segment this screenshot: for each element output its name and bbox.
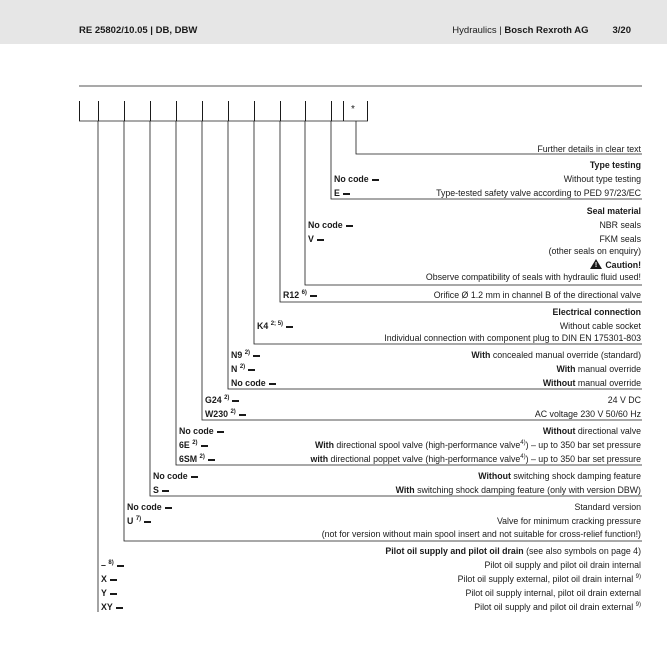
type-testing-code-none: No code [334, 174, 379, 185]
pilot-code-internal: – 8) [101, 560, 124, 571]
code-box [98, 101, 124, 121]
leader-shock-damping [149, 121, 642, 497]
warning-icon [590, 259, 603, 271]
code-box [124, 101, 150, 121]
override-code-n: N 2) [231, 364, 256, 375]
dirvalve-code-6sm: 6SM 2) [179, 454, 215, 465]
seal-note: (other seals on enquiry) [548, 246, 641, 256]
version-code-u: U 7) [127, 516, 152, 527]
caution-text: Observe compatibility of seals with hydr… [425, 272, 641, 282]
document-code: RE 25802/10.05 | DB, DBW [79, 25, 198, 36]
shock-desc-s: With switching shock damping feature (on… [395, 485, 641, 495]
code-box [343, 101, 368, 121]
leader-directional-valve [175, 121, 642, 466]
shock-code-none: No code [153, 471, 198, 482]
override-code-n9: N9 2) [231, 350, 261, 361]
version-note: (not for version without main spool inse… [321, 529, 641, 539]
shock-desc-none: Without switching shock damping feature [478, 471, 641, 481]
voltage-code-w230: W230 2) [205, 409, 246, 420]
orifice-desc: Orifice Ø 1.2 mm in channel B of the dir… [433, 290, 641, 300]
asterisk-marker: * [351, 104, 355, 115]
voltage-code-g24: G24 2) [205, 395, 240, 406]
pilot-oil-title: Pilot oil supply and pilot oil drain (se… [385, 546, 641, 556]
leader-version [123, 121, 642, 542]
code-box [331, 101, 343, 121]
code-box [150, 101, 176, 121]
seal-material-title: Seal material [586, 206, 641, 216]
override-desc-n9: With concealed manual override (standard… [471, 350, 641, 360]
type-testing-title: Type testing [589, 160, 641, 170]
pilot-desc-y: Pilot oil supply internal, pilot oil dra… [465, 588, 641, 598]
code-box [280, 101, 305, 121]
code-box [202, 101, 228, 121]
type-testing-desc-none: Without type testing [563, 174, 641, 184]
header-company: Bosch Rexroth AG [501, 25, 589, 36]
electrical-code: K4 2; 5) [257, 321, 294, 332]
electrical-desc-1: Without cable socket [559, 321, 641, 331]
pilot-code-xy: XY [101, 602, 123, 613]
leader-orifice [279, 121, 642, 303]
dirvalve-code-6e: 6E 2) [179, 440, 208, 451]
code-box [254, 101, 280, 121]
leader-further-details [355, 121, 642, 155]
shock-code-s: S [153, 485, 169, 496]
leader-voltage [201, 121, 642, 421]
pilot-desc-x: Pilot oil supply external, pilot oil dra… [457, 574, 641, 584]
page-number: 3/20 [612, 25, 632, 36]
leader-electrical [253, 121, 642, 345]
code-box [305, 101, 331, 121]
pilot-code-x: X [101, 574, 117, 585]
page-header: RE 25802/10.05 | DB, DBW Hydraulics | Bo… [0, 0, 667, 44]
orifice-code: R12 6) [283, 290, 317, 301]
seal-desc-fkm: FKM seals [599, 234, 641, 244]
type-testing-code-e: E [334, 188, 350, 199]
seal-code-v: V [308, 234, 324, 245]
pilot-desc-xy: Pilot oil supply and pilot oil drain ext… [474, 602, 641, 612]
version-desc-standard: Standard version [574, 502, 641, 512]
code-box [228, 101, 254, 121]
override-code-none: No code [231, 378, 276, 389]
leader-type-testing [330, 121, 642, 200]
caution-heading: Caution! [590, 259, 641, 271]
code-box [79, 101, 98, 121]
dirvalve-desc-6e: With directional spool valve (high-perfo… [314, 440, 641, 450]
code-box [176, 101, 202, 121]
pilot-code-y: Y [101, 588, 117, 599]
seal-desc-nbr: NBR seals [599, 220, 641, 230]
version-desc-u: Valve for minimum cracking pressure [496, 516, 641, 526]
header-right: Hydraulics | Bosch Rexroth AG 3/20 [452, 25, 631, 36]
electrical-desc-2: Individual connection with component plu… [384, 333, 641, 343]
further-details-label: Further details in clear text [537, 144, 641, 154]
pilot-desc-internal: Pilot oil supply and pilot oil drain int… [484, 560, 641, 570]
dirvalve-desc-6sm: with directional poppet valve (high-perf… [310, 454, 641, 464]
override-desc-n: With manual override [556, 364, 641, 374]
leader-manual-override [227, 121, 642, 390]
type-testing-desc-e: Type-tested safety valve according to PE… [436, 188, 641, 198]
seal-code-none: No code [308, 220, 353, 231]
voltage-desc-w230: AC voltage 230 V 50/60 Hz [534, 409, 641, 419]
override-desc-none: Without manual override [542, 378, 641, 388]
dirvalve-code-none: No code [179, 426, 224, 437]
voltage-desc-g24: 24 V DC [607, 395, 641, 405]
leader-seal-material [304, 121, 642, 286]
dirvalve-desc-none: Without directional valve [542, 426, 641, 436]
version-code-none: No code [127, 502, 172, 513]
electrical-title: Electrical connection [552, 307, 641, 317]
header-section: Hydraulics | [452, 25, 502, 36]
